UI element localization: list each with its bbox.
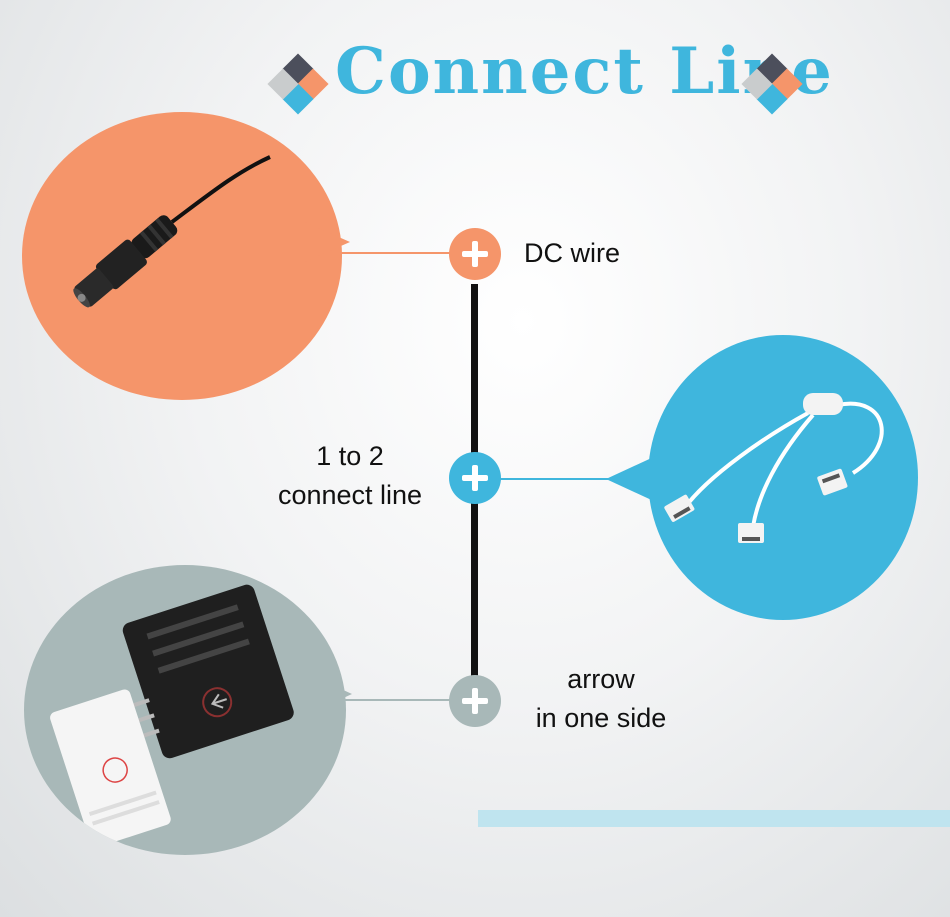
splitter-photo-bubble — [648, 335, 918, 620]
splitter-cable-icon — [664, 393, 884, 543]
page-title: Connect Line — [335, 34, 834, 109]
dc-wire-label: DC wire — [524, 238, 621, 268]
diamond-cluster-icon-right — [741, 53, 803, 115]
arrow-connector-bubble-tail — [304, 672, 352, 716]
arrow-connector-label-line2: in one side — [535, 703, 667, 734]
arrow-connector-icon — [50, 584, 294, 848]
accent-stripe — [478, 810, 950, 827]
arrow-connector-plus-icon[interactable] — [449, 675, 501, 727]
splitter-bubble-tail — [606, 455, 658, 503]
dc-wire-plus-icon[interactable] — [449, 228, 501, 280]
dc-wire-photo-bubble — [22, 112, 342, 400]
arrow-connector-photo-bubble — [24, 565, 346, 855]
splitter-label-line2: connect line — [277, 480, 423, 511]
splitter-label-line1: 1 to 2 — [316, 441, 384, 471]
dc-wire-bubble-tail — [300, 220, 350, 264]
diamond-cluster-icon-left — [267, 53, 329, 115]
arrow-connector-label-line1: arrow — [567, 664, 635, 694]
dc-plug-icon — [73, 155, 271, 308]
arrow-connector-label: arrow in one side — [516, 660, 686, 738]
arrow-connector-connector — [344, 699, 452, 701]
splitter-label: 1 to 2 connect line — [258, 437, 442, 515]
dc-wire-connector — [340, 252, 452, 254]
splitter-plus-icon[interactable] — [449, 452, 501, 504]
splitter-connector — [500, 478, 612, 480]
